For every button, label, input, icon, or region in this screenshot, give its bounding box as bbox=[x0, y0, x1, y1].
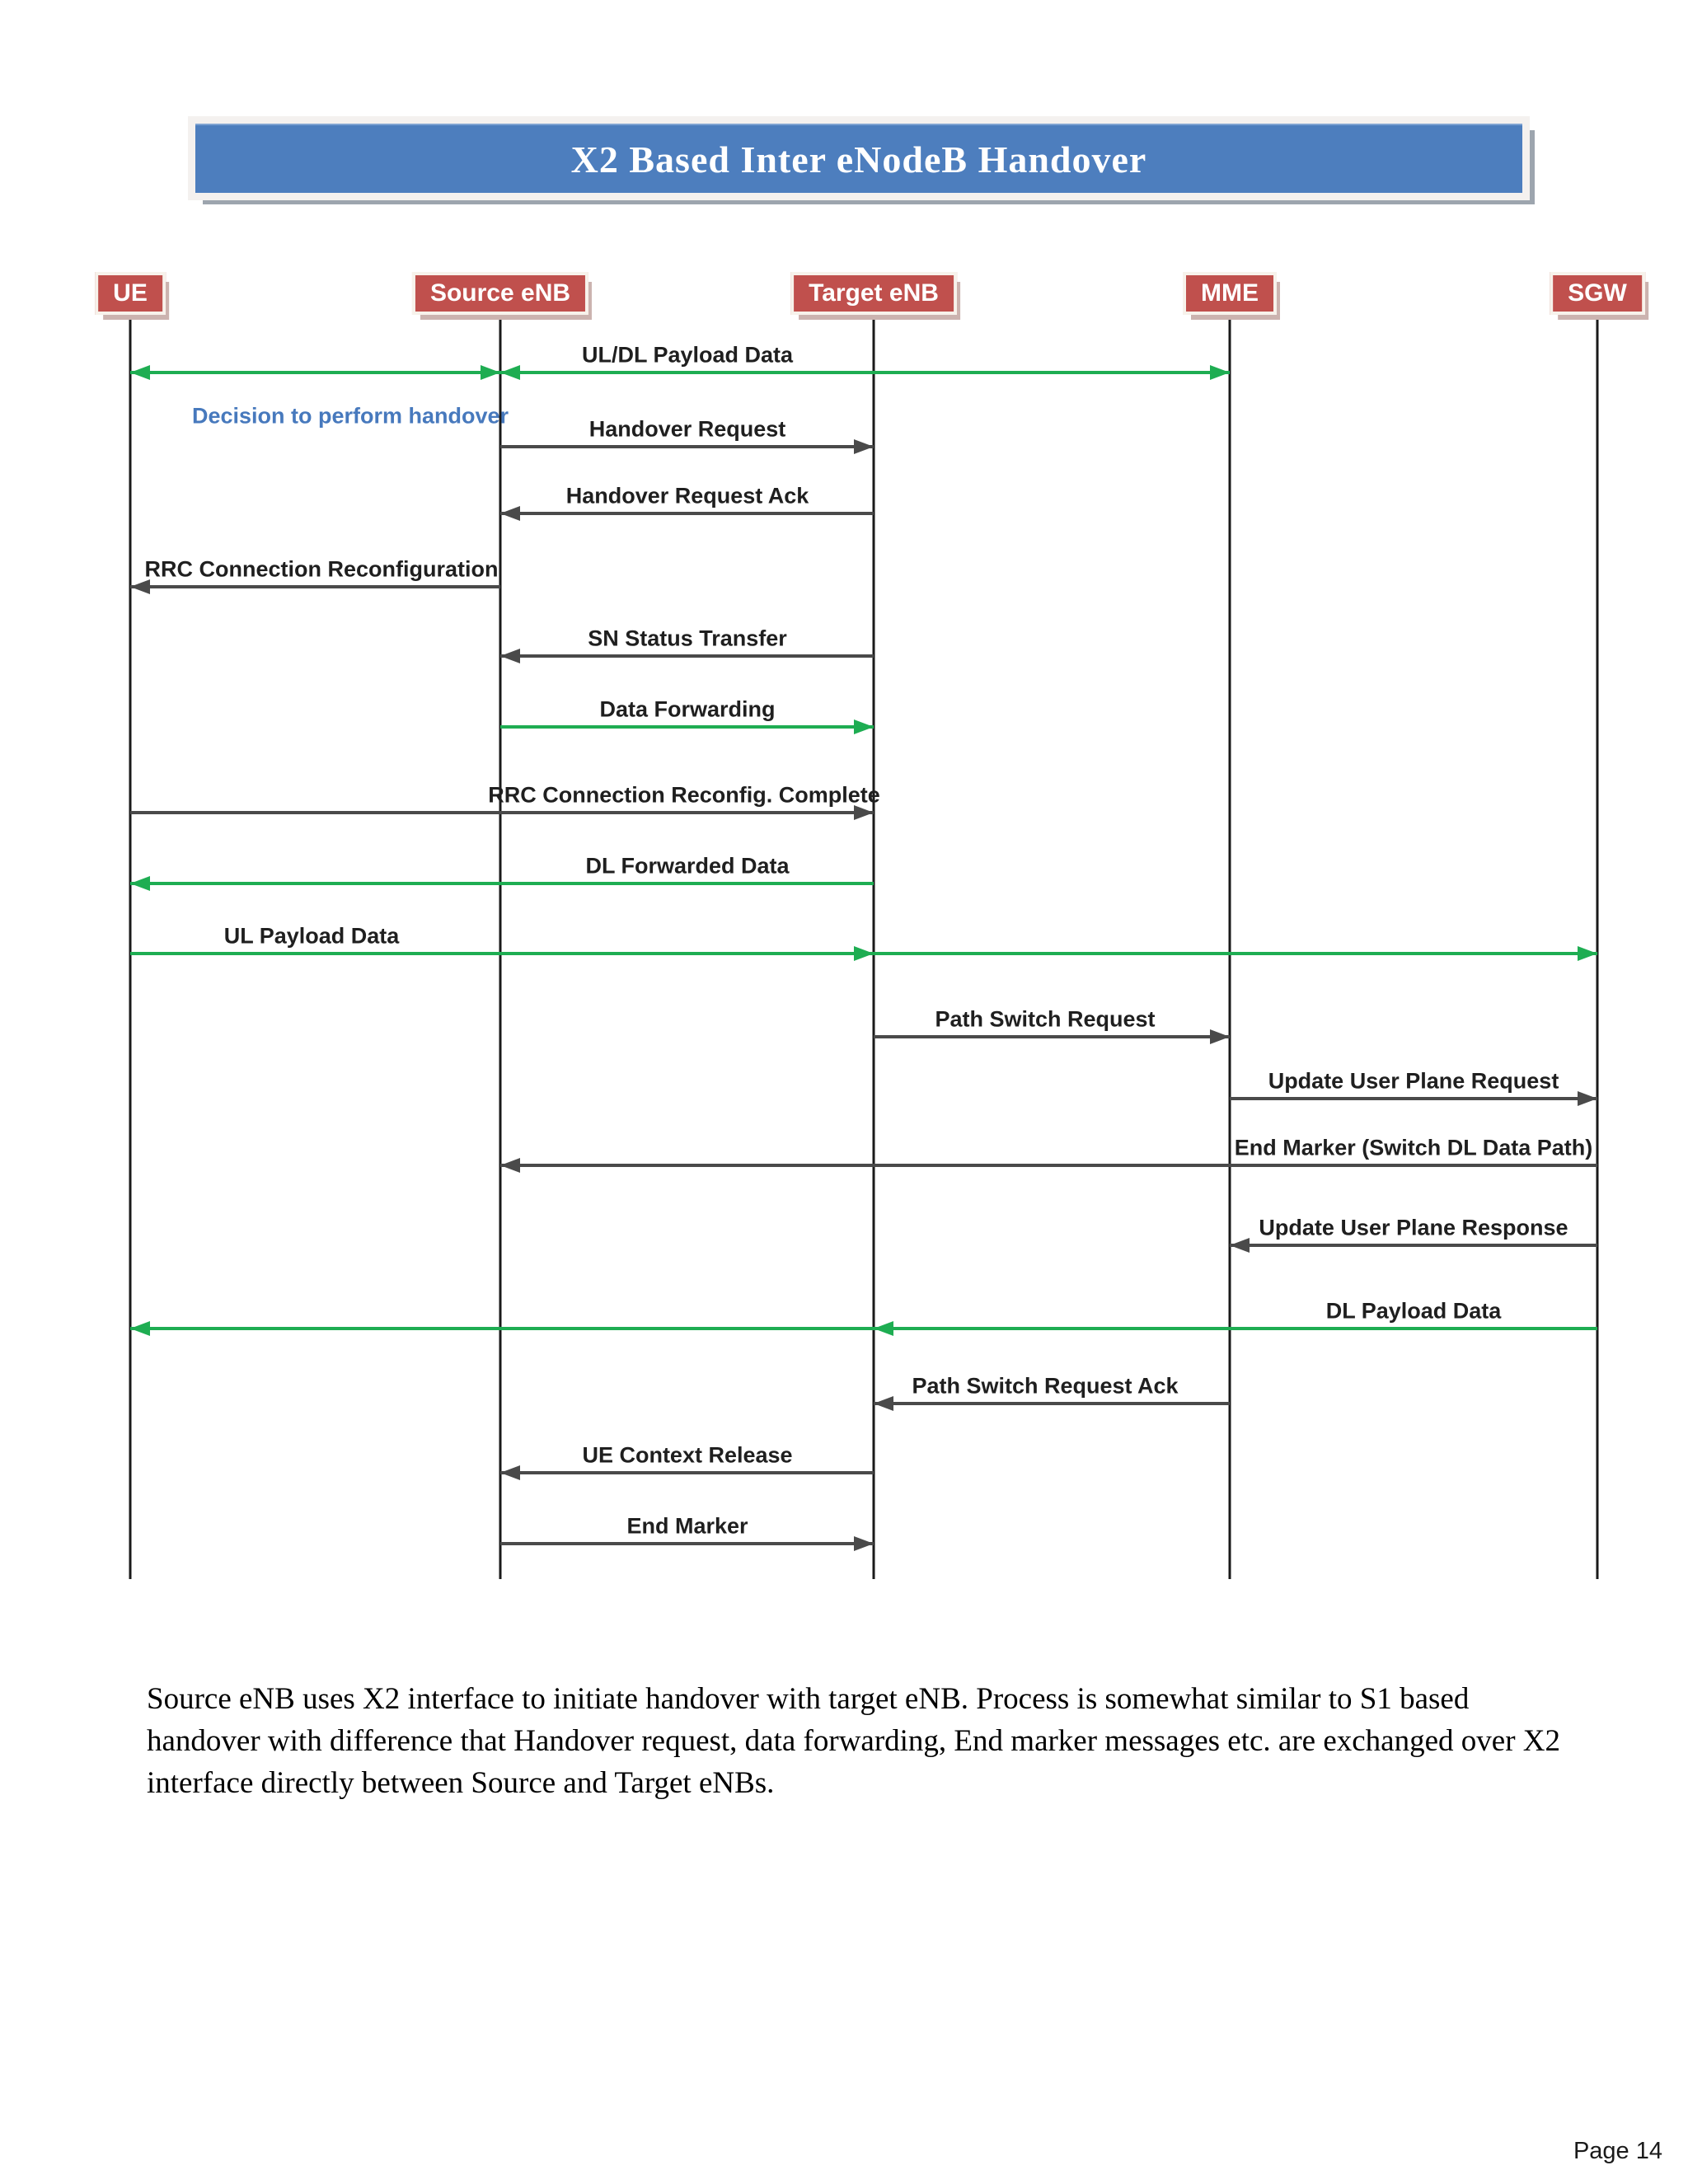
lifeline-ue bbox=[129, 315, 132, 1579]
actor-box-sgw: SGW bbox=[1550, 272, 1645, 315]
message-label: UE Context Release bbox=[582, 1442, 793, 1468]
message-label: End Marker (Switch DL Data Path) bbox=[1234, 1135, 1593, 1160]
arrowhead-right bbox=[854, 1536, 874, 1551]
message-line bbox=[500, 725, 874, 729]
message-line bbox=[874, 1327, 1597, 1330]
lifeline-target_enb bbox=[872, 315, 875, 1579]
arrowhead-left bbox=[130, 1321, 150, 1336]
arrowhead-right bbox=[1210, 365, 1230, 380]
arrowhead-left bbox=[130, 579, 150, 594]
title-bar: X2 Based Inter eNodeB Handover bbox=[195, 124, 1522, 193]
message-line bbox=[874, 1402, 1230, 1405]
arrowhead-left bbox=[500, 506, 520, 521]
actor-box-ue: UE bbox=[95, 272, 166, 315]
message-label: Update User Plane Request bbox=[1268, 1068, 1559, 1094]
message-line bbox=[130, 585, 500, 588]
arrowhead-right bbox=[854, 946, 874, 961]
message-label: Handover Request Ack bbox=[565, 483, 809, 509]
message-line bbox=[500, 654, 874, 658]
actor-box-source_enb: Source eNB bbox=[411, 272, 589, 315]
message-line bbox=[500, 445, 874, 448]
arrowhead-right bbox=[1578, 1091, 1597, 1106]
message-line bbox=[874, 952, 1597, 955]
message-line bbox=[130, 371, 500, 374]
message-line bbox=[500, 512, 874, 515]
actor-box-target_enb: Target eNB bbox=[790, 272, 957, 315]
arrowhead-left bbox=[500, 1465, 520, 1480]
lifeline-source_enb bbox=[499, 315, 502, 1579]
message-label: RRC Connection Reconfiguration bbox=[144, 556, 499, 582]
message-line bbox=[130, 811, 874, 814]
arrowhead-right bbox=[854, 719, 874, 734]
message-line bbox=[874, 1035, 1230, 1038]
message-label: Path Switch Request Ack bbox=[912, 1373, 1179, 1399]
arrowhead-left bbox=[874, 1321, 893, 1336]
arrowhead-left bbox=[500, 1158, 520, 1173]
message-label: Data Forwarding bbox=[599, 696, 776, 722]
arrowhead-left bbox=[130, 365, 150, 380]
caption-paragraph: Source eNB uses X2 interface to initiate… bbox=[147, 1682, 1560, 1801]
arrowhead-left bbox=[874, 1396, 893, 1411]
arrowhead-left bbox=[500, 365, 520, 380]
arrowhead-right bbox=[854, 439, 874, 454]
arrowhead-left bbox=[500, 649, 520, 663]
message-label: RRC Connection Reconfig. Complete bbox=[488, 782, 880, 808]
message-line bbox=[500, 1471, 874, 1474]
message-line bbox=[1230, 1244, 1597, 1247]
page-title: X2 Based Inter eNodeB Handover bbox=[570, 138, 1147, 180]
message-line bbox=[500, 371, 1230, 374]
message-line bbox=[130, 1327, 874, 1330]
actor-box-mme: MME bbox=[1183, 272, 1277, 315]
message-label: DL Payload Data bbox=[1325, 1298, 1502, 1324]
lifeline-sgw bbox=[1596, 315, 1599, 1579]
handover-decision-note: Decision to perform handover bbox=[191, 403, 509, 429]
message-label: Handover Request bbox=[588, 416, 786, 442]
arrowhead-right bbox=[481, 365, 500, 380]
arrowhead-left bbox=[130, 876, 150, 891]
message-label: End Marker bbox=[626, 1513, 748, 1539]
message-line bbox=[130, 882, 874, 885]
message-label: DL Forwarded Data bbox=[585, 853, 790, 879]
message-label: UL/DL Payload Data bbox=[581, 342, 794, 368]
arrowhead-right bbox=[854, 805, 874, 820]
message-line bbox=[500, 1542, 874, 1545]
title-banner: X2 Based Inter eNodeB Handover bbox=[188, 116, 1530, 200]
message-line bbox=[1230, 1097, 1597, 1100]
message-label: Path Switch Request bbox=[935, 1006, 1156, 1032]
message-line bbox=[500, 1164, 1597, 1167]
arrowhead-left bbox=[1230, 1238, 1250, 1253]
arrowhead-right bbox=[1578, 946, 1597, 961]
lifeline-mme bbox=[1228, 315, 1231, 1579]
message-label: UL Payload Data bbox=[223, 923, 400, 949]
arrowhead-right bbox=[1210, 1029, 1230, 1044]
message-label: Update User Plane Response bbox=[1259, 1215, 1568, 1240]
page-number: Page 14 bbox=[1573, 2138, 1662, 2164]
message-label: SN Status Transfer bbox=[588, 626, 787, 651]
message-line bbox=[130, 952, 874, 955]
